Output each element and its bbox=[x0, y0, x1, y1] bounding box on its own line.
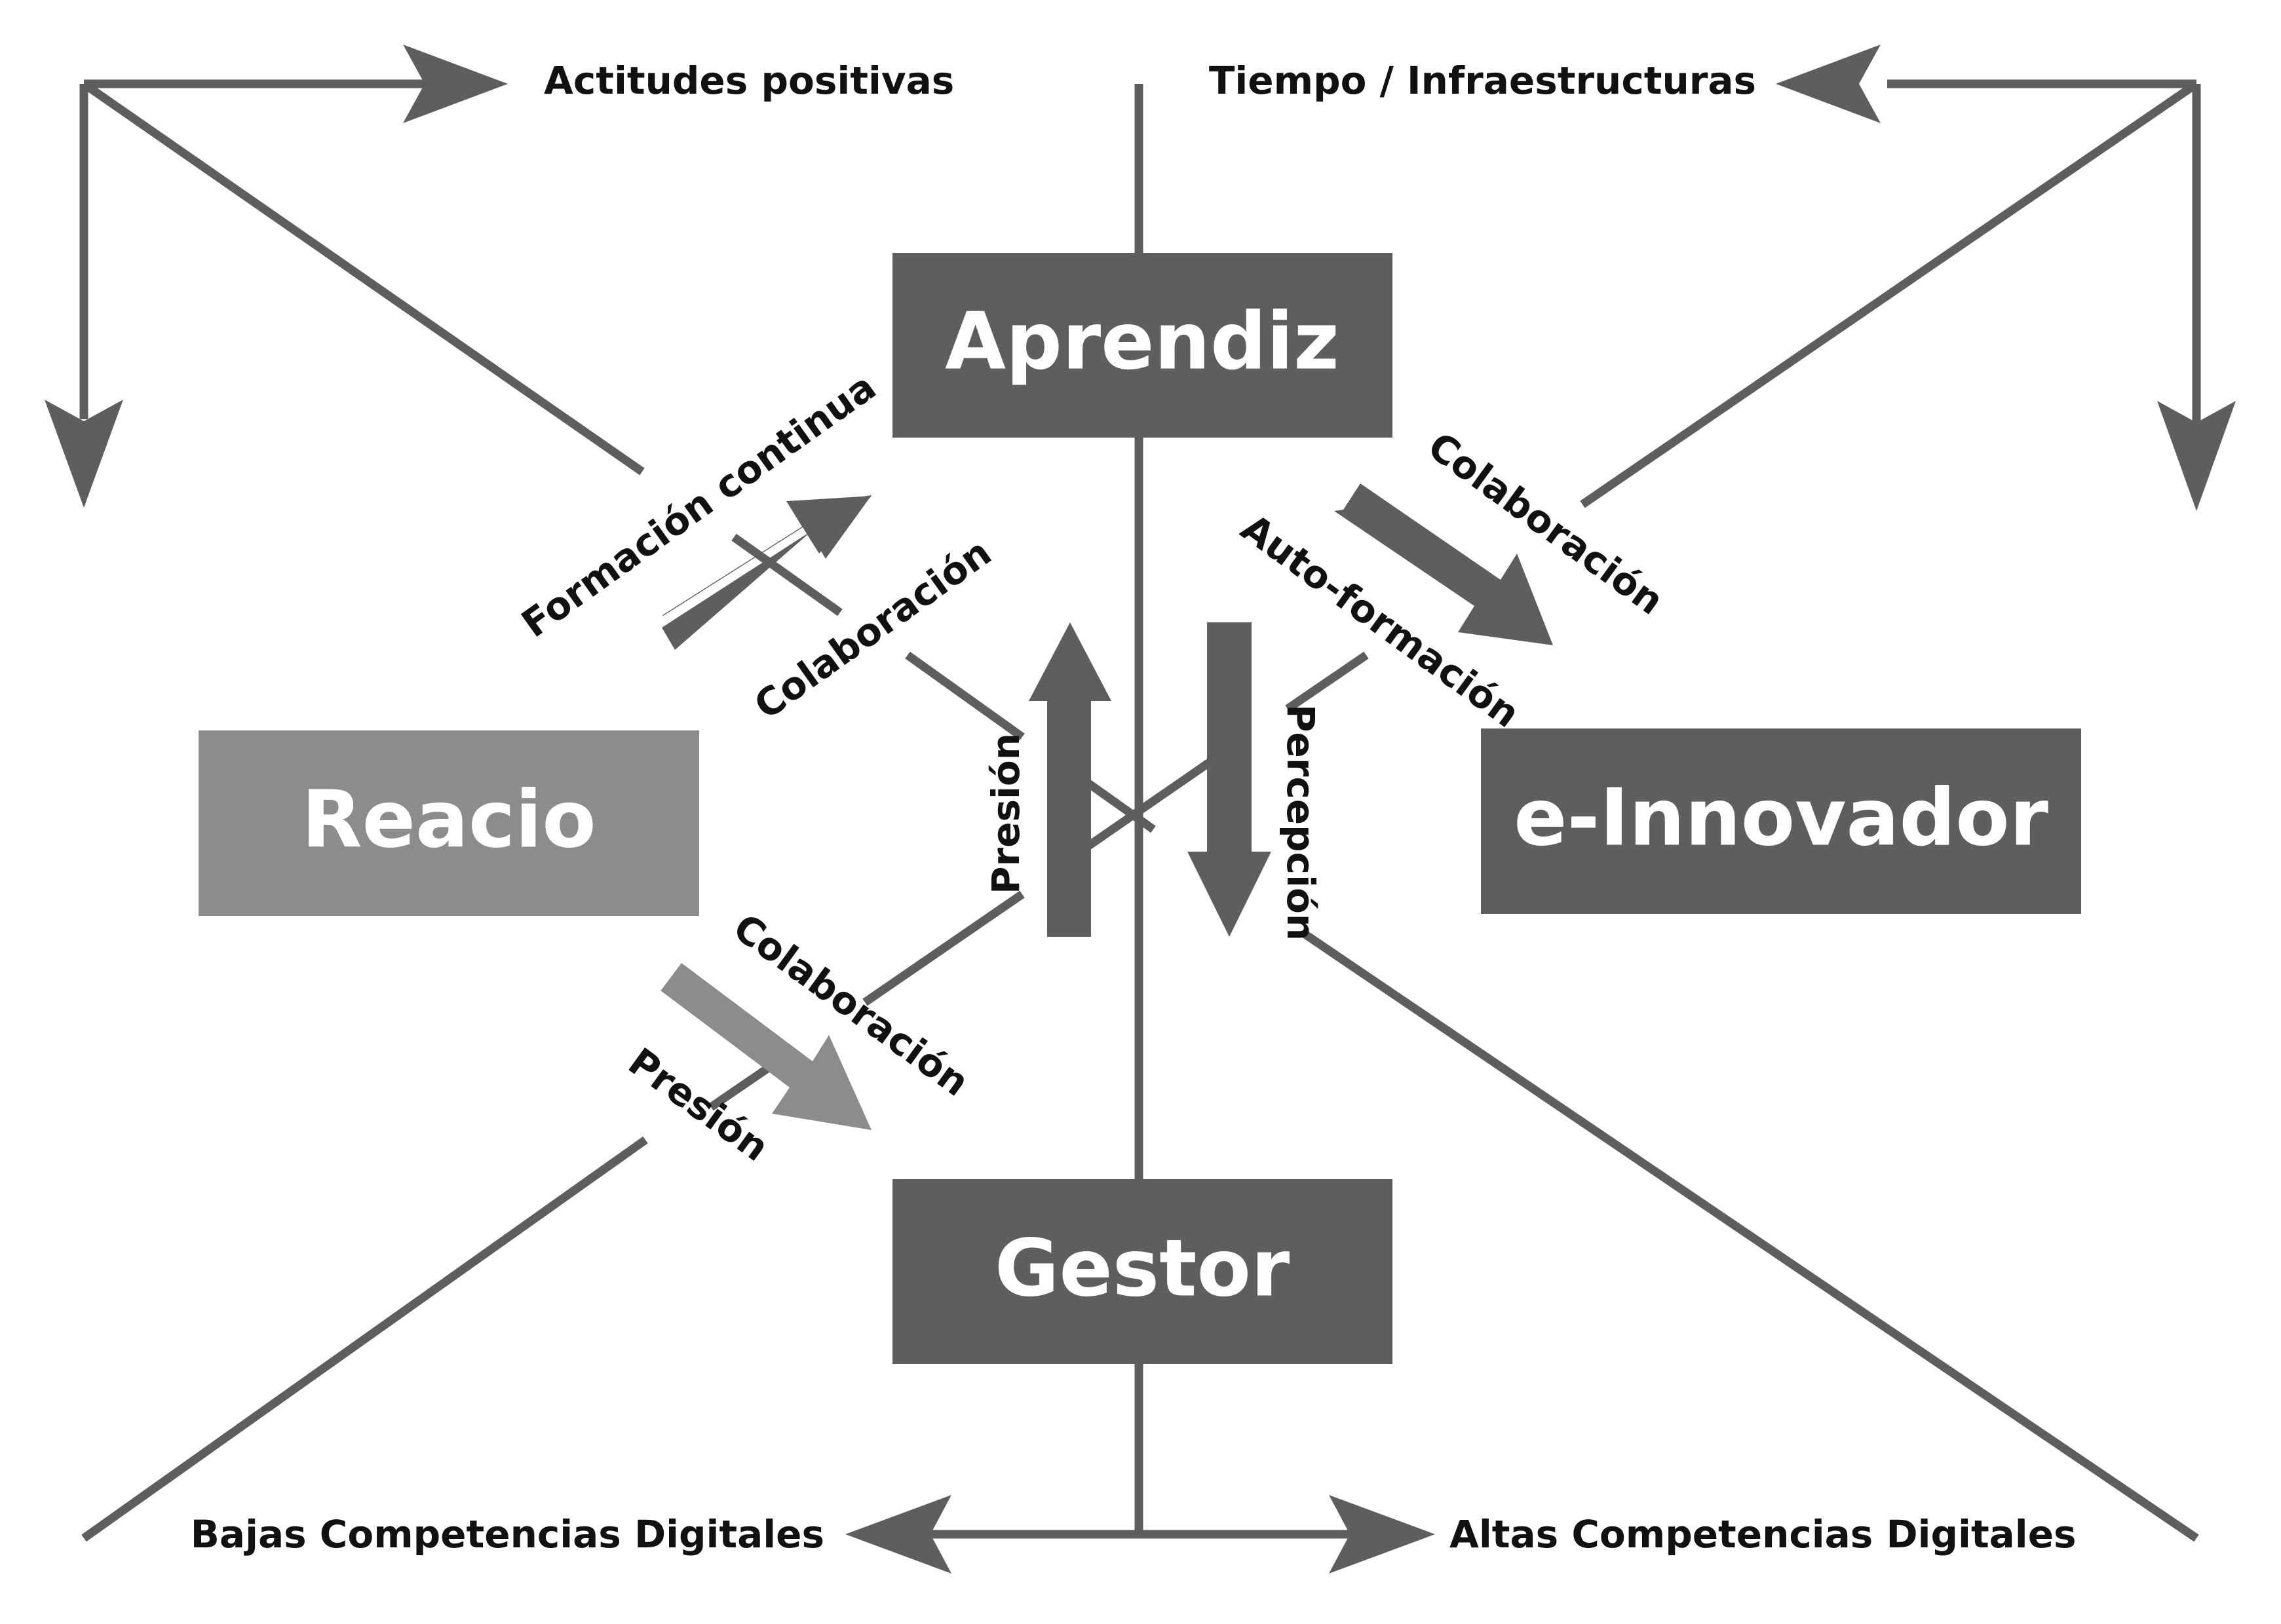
arrowhead-top-right-down bbox=[2157, 401, 2236, 511]
diagonal-tr-bl-seg1 bbox=[1580, 80, 2199, 508]
arrowhead-top-left-down bbox=[45, 400, 123, 508]
box-e-innovador: e-Innovador bbox=[1481, 728, 2081, 914]
box-aprendiz: Aprendiz bbox=[892, 253, 1392, 438]
diagonal-tr-bl-seg2 bbox=[1285, 651, 1369, 713]
label-tiempo-infraestructuras: Tiempo / Infraestructuras bbox=[1209, 58, 1756, 103]
arrow-formacion-continua-body bbox=[662, 495, 872, 650]
label-actitudes-positivas: Actitudes positivas bbox=[544, 58, 954, 103]
diagonal-tl-br-seg2 bbox=[731, 533, 843, 616]
box-e-innovador-label: e-Innovador bbox=[1514, 773, 2048, 864]
box-gestor-label: Gestor bbox=[995, 1224, 1290, 1315]
box-reacio: Reacio bbox=[199, 730, 699, 916]
label-presion-center: Presión bbox=[984, 733, 1028, 894]
axis-arrowheads bbox=[45, 45, 2236, 1574]
arrowhead-top-right-left bbox=[1776, 45, 1881, 123]
structural-lines bbox=[79, 79, 2201, 1542]
label-bajas-competencias: Bajas Competencias Digitales bbox=[191, 1512, 824, 1557]
diagonal-tl-br-seg3 bbox=[905, 651, 1025, 741]
box-gestor: Gestor bbox=[892, 1179, 1392, 1364]
diagonal-tl-br-seg1 bbox=[81, 80, 645, 476]
diagonal-tl-br-seg5 bbox=[1301, 930, 2199, 1542]
diagonal-tr-bl-seg4 bbox=[862, 890, 1025, 1006]
diagonal-tr-bl-seg5 bbox=[708, 1061, 776, 1111]
diagonal-tl-br-seg4 bbox=[1085, 779, 1156, 833]
label-altas-competencias: Altas Competencias Digitales bbox=[1449, 1512, 2077, 1557]
arrowhead-bottom-left bbox=[845, 1495, 951, 1574]
box-aprendiz-label: Aprendiz bbox=[945, 297, 1339, 388]
arrowhead-top-left-right bbox=[403, 45, 508, 123]
label-percepcion: Percepción bbox=[1278, 704, 1323, 941]
diagonal-tr-bl-seg6 bbox=[81, 1136, 648, 1542]
arrow-percepcion bbox=[1187, 622, 1271, 937]
arrow-colaboracion-lower-left bbox=[661, 963, 872, 1130]
arrow-colaboracion-upper-right bbox=[1334, 483, 1553, 645]
box-reacio-label: Reacio bbox=[301, 775, 596, 866]
arrowhead-bottom-right bbox=[1329, 1495, 1435, 1574]
flow-arrows bbox=[661, 483, 1553, 1130]
arrow-presion-center bbox=[1029, 622, 1111, 937]
